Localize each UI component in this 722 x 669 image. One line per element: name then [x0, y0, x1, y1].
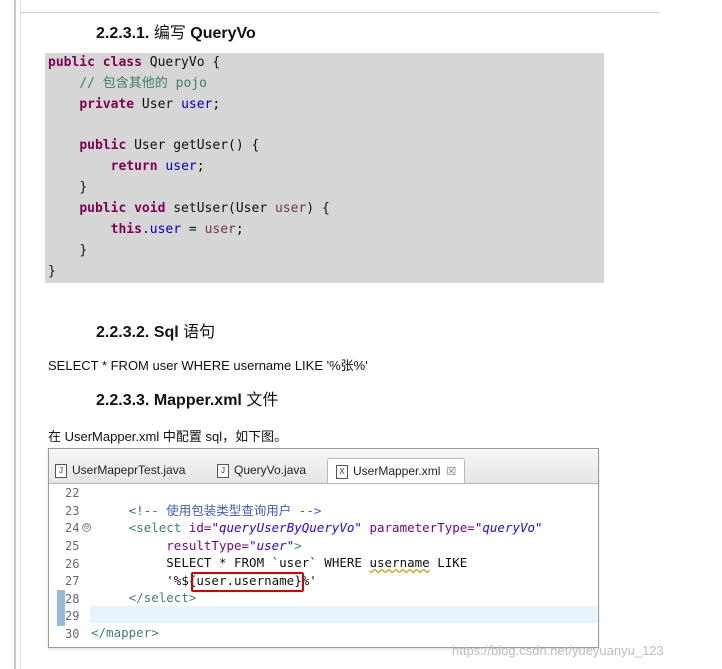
xml-file-icon: X: [336, 464, 348, 479]
code-line-3: private User user;: [79, 97, 221, 112]
xml-line-25: resultType="user">: [166, 538, 302, 553]
heading-number: 2.2.3.1.: [96, 25, 150, 42]
line-number: 26: [65, 557, 80, 571]
watermark: https://blog.csdn.net/yueyuanyu_123: [452, 643, 664, 658]
line-number: 29: [65, 609, 80, 623]
code-line-7: }: [79, 180, 88, 195]
code-line-5: public User getUser() {: [79, 138, 260, 153]
heading-en: Sql: [153, 324, 179, 341]
heading-cn: 语句: [183, 322, 216, 341]
heading-2-2-3-3: 2.2.3.3. Mapper.xml 文件: [96, 386, 278, 410]
code-line-8: public void setUser(User user) {: [79, 201, 330, 216]
heading-2-2-3-2: 2.2.3.2. Sql 语句: [96, 318, 215, 342]
heading-en: Mapper.xml: [153, 392, 242, 409]
red-highlight-box: [191, 572, 304, 592]
editor-gutter: 22 23 24 ⊖ 25 26 27 28 29 30: [49, 484, 91, 646]
xml-line-30: </mapper>: [91, 625, 159, 640]
line-number: 27: [65, 574, 80, 588]
highlighted-expression: user.username: [196, 573, 295, 588]
code-line-1: public class QueryVo {: [48, 55, 221, 70]
code-line-10: }: [79, 243, 88, 258]
current-line-highlight: [90, 606, 597, 623]
page-left-rule-inner: [20, 0, 21, 669]
code-line-9: this.user = user;: [110, 222, 244, 237]
mapper-intro-text: 在 UserMapper.xml 中配置 sql，如下图。: [48, 429, 288, 444]
heading-en: QueryVo: [190, 25, 256, 42]
page-top-rule: [20, 12, 660, 13]
line-number: 23: [65, 504, 80, 518]
xml-line-26: SELECT * FROM `user` WHERE username LIKE: [166, 555, 468, 570]
java-file-icon: J: [217, 463, 229, 478]
fold-collapse-icon[interactable]: ⊖: [82, 523, 91, 532]
heading-number: 2.2.3.2.: [96, 324, 150, 341]
xml-line-27: '%${user.username}%': [166, 573, 317, 588]
close-tab-icon[interactable]: ☒: [446, 466, 457, 478]
line-number: 24: [65, 521, 80, 535]
xml-line-28: </select>: [128, 590, 197, 605]
line-number: 22: [65, 486, 80, 500]
line-number: 30: [65, 627, 80, 641]
page-left-rule: [14, 0, 16, 669]
line-number: 28: [65, 592, 80, 606]
code-line-11: }: [48, 264, 56, 279]
heading-cn: 编写: [153, 23, 186, 42]
xml-line-24: <select id="queryUserByQueryVo" paramete…: [128, 520, 543, 535]
code-line-6: return user;: [110, 159, 205, 174]
sql-statement-text: SELECT * FROM user WHERE username LIKE '…: [48, 358, 368, 373]
line-number: 25: [65, 539, 80, 553]
change-marker-bar: [57, 590, 65, 626]
heading-number: 2.2.3.3.: [96, 392, 150, 409]
heading-cn: 文件: [246, 390, 279, 409]
heading-2-2-3-1: 2.2.3.1. 编写 QueryVo: [96, 19, 256, 43]
xml-line-23: <!-- 使用包装类型查询用户 -->: [128, 503, 322, 518]
java-code-block: public class QueryVo { // 包含其他的 pojo pri…: [45, 53, 604, 283]
code-line-2: // 包含其他的 pojo: [79, 76, 207, 91]
java-file-icon: J: [55, 463, 67, 478]
